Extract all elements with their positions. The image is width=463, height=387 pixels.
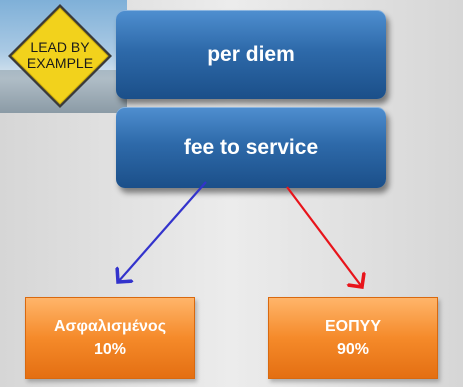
eopyy-share: 90% bbox=[336, 341, 370, 358]
insured-share: 10% bbox=[93, 341, 127, 358]
logo-text-line2: EXAMPLE bbox=[27, 55, 93, 71]
fee-to-service-label: fee to service bbox=[183, 135, 319, 159]
eopyy-label: ΕΟΠΥΥ bbox=[324, 317, 381, 335]
eopyy-box: ΕΟΠΥΥ 90% bbox=[268, 297, 438, 379]
insured-box: Ασφαλισμένος 10% bbox=[25, 297, 195, 379]
lead-by-example-sign-image: LEAD BY EXAMPLE bbox=[0, 0, 127, 113]
fee-to-service-box: fee to service bbox=[116, 107, 386, 188]
logo-text-line1: LEAD BY bbox=[30, 39, 90, 55]
per-diem-label: per diem bbox=[207, 42, 295, 66]
insured-label: Ασφαλισμένος bbox=[53, 317, 167, 335]
arrow-to-eopyy bbox=[286, 186, 362, 287]
arrow-to-insured bbox=[118, 181, 207, 282]
per-diem-box: per diem bbox=[116, 10, 386, 99]
